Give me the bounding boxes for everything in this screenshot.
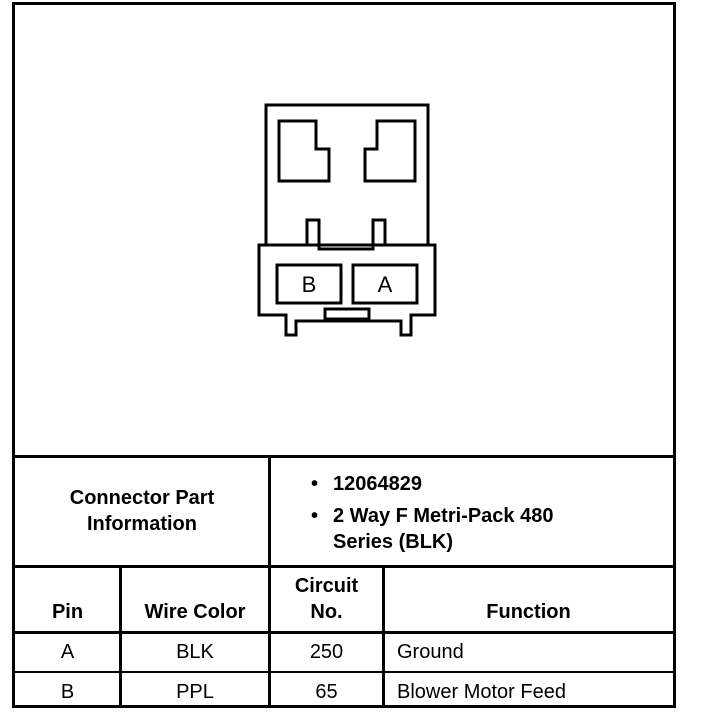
tab-left [305, 218, 321, 247]
diagram-frame: B A Connector Part Information • 1206482… [12, 2, 676, 708]
bullet-icon: • [311, 473, 319, 495]
latch-right [363, 119, 417, 183]
rule-row-a [15, 631, 673, 634]
row-b-circuit: 65 [315, 681, 338, 703]
header-circuit: Circuit No. [270, 573, 383, 625]
rule-col1 [119, 565, 122, 705]
part-info-label-line2: Information [87, 513, 197, 535]
tab-right [371, 218, 387, 247]
pin-cavity-a [351, 263, 419, 305]
connector-body [264, 103, 430, 247]
header-function: Function [486, 601, 571, 623]
connector-table: Connector Part Information • 12064829 • … [15, 455, 673, 705]
pin-label-b: B [302, 272, 317, 297]
part-number-item: • 12064829 [311, 471, 671, 497]
bullet-icon: • [311, 505, 319, 527]
rule-col3 [382, 565, 385, 705]
row-a-wire-color: BLK [176, 641, 214, 663]
row-b-function: Blower Motor Feed [397, 681, 566, 703]
part-number: 12064829 [333, 473, 422, 495]
connector-figure: B A [15, 5, 673, 455]
connector-type: 2 Way F Metri-Pack 480 [333, 505, 554, 527]
pin-label-a: A [378, 272, 393, 297]
row-a-circuit: 250 [309, 641, 344, 663]
connector-housing [257, 243, 437, 337]
row-b-pin: B [60, 681, 75, 703]
header-wire-color: Wire Color [144, 601, 246, 623]
rule-col2 [268, 565, 271, 705]
header-circuit-line1: Circuit [294, 575, 359, 597]
connector-type-item: • 2 Way F Metri-Pack 480 Series (BLK) [311, 503, 671, 555]
row-b-wire-color: PPL [176, 681, 214, 703]
rule-top [15, 455, 673, 458]
latch-left [277, 119, 331, 183]
row-a-function: Ground [397, 641, 464, 663]
part-info-label-line1: Connector Part [69, 487, 215, 509]
polarization-key [323, 307, 371, 321]
header-pin: Pin [51, 601, 84, 623]
connector-drawing: B A [257, 103, 437, 337]
rule-partinfo-divider [268, 455, 271, 565]
rule-row-b [15, 671, 673, 673]
header-circuit-line2: No. [310, 601, 343, 623]
pin-cavity-b [275, 263, 343, 305]
row-a-pin: A [60, 641, 75, 663]
part-info-list: • 12064829 • 2 Way F Metri-Pack 480 Seri… [311, 471, 671, 555]
connector-series: Series (BLK) [333, 531, 454, 553]
part-info-label: Connector Part Information [15, 485, 269, 537]
rule-header [15, 565, 673, 568]
